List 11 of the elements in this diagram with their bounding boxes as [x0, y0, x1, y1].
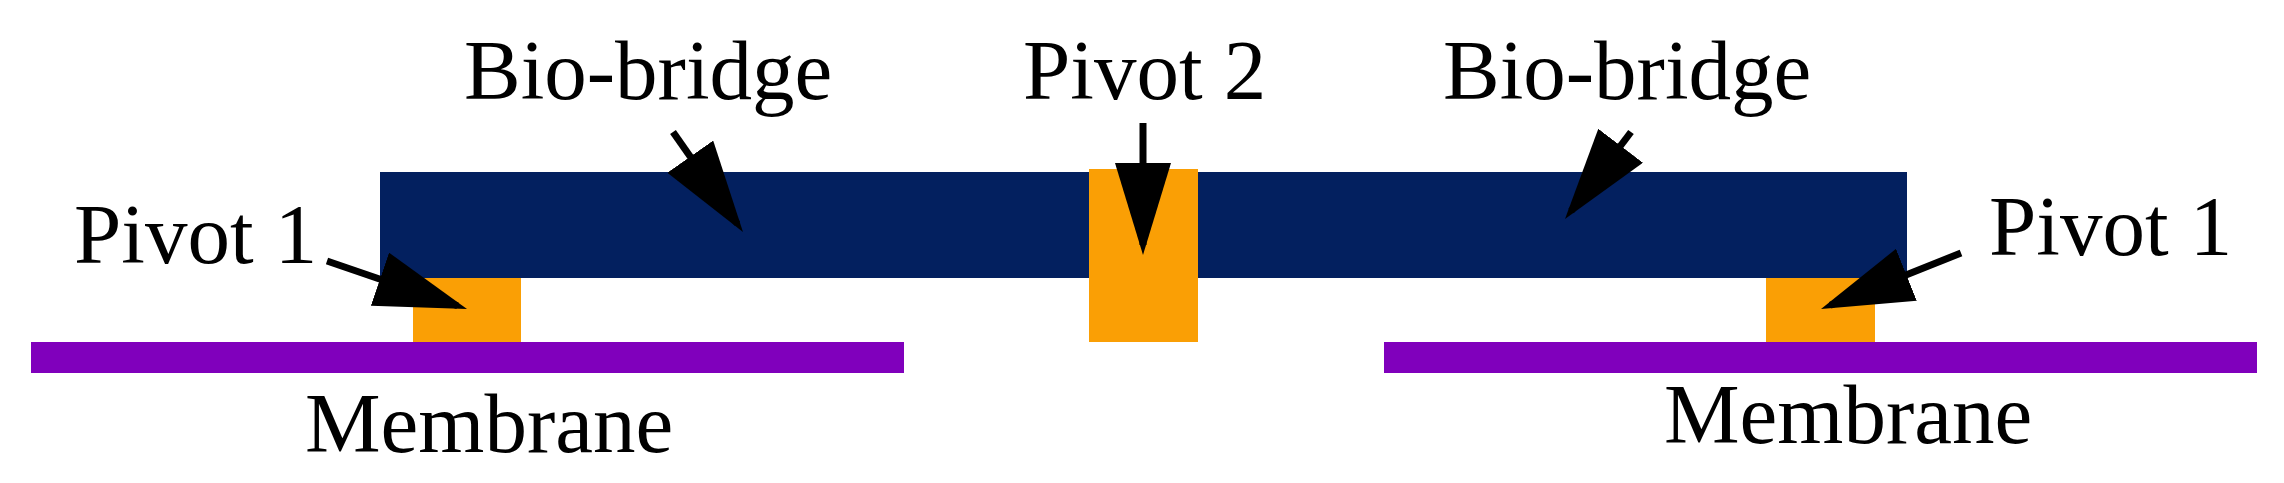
- part-label: Pivot 1: [74, 192, 318, 277]
- bio-bridge-bar: [380, 172, 1907, 278]
- membrane-caption: Membrane: [305, 381, 674, 466]
- membrane-caption: Membrane: [1664, 372, 2033, 457]
- part-label: Pivot 1: [1989, 184, 2233, 269]
- membrane-bar: [31, 342, 904, 373]
- membrane-bar: [1384, 342, 2257, 373]
- leader-arrow: [1821, 248, 1963, 309]
- leader-arrow: [325, 252, 467, 310]
- part-label: Pivot 2: [1023, 28, 1267, 113]
- leader-arrow: [1115, 123, 1171, 255]
